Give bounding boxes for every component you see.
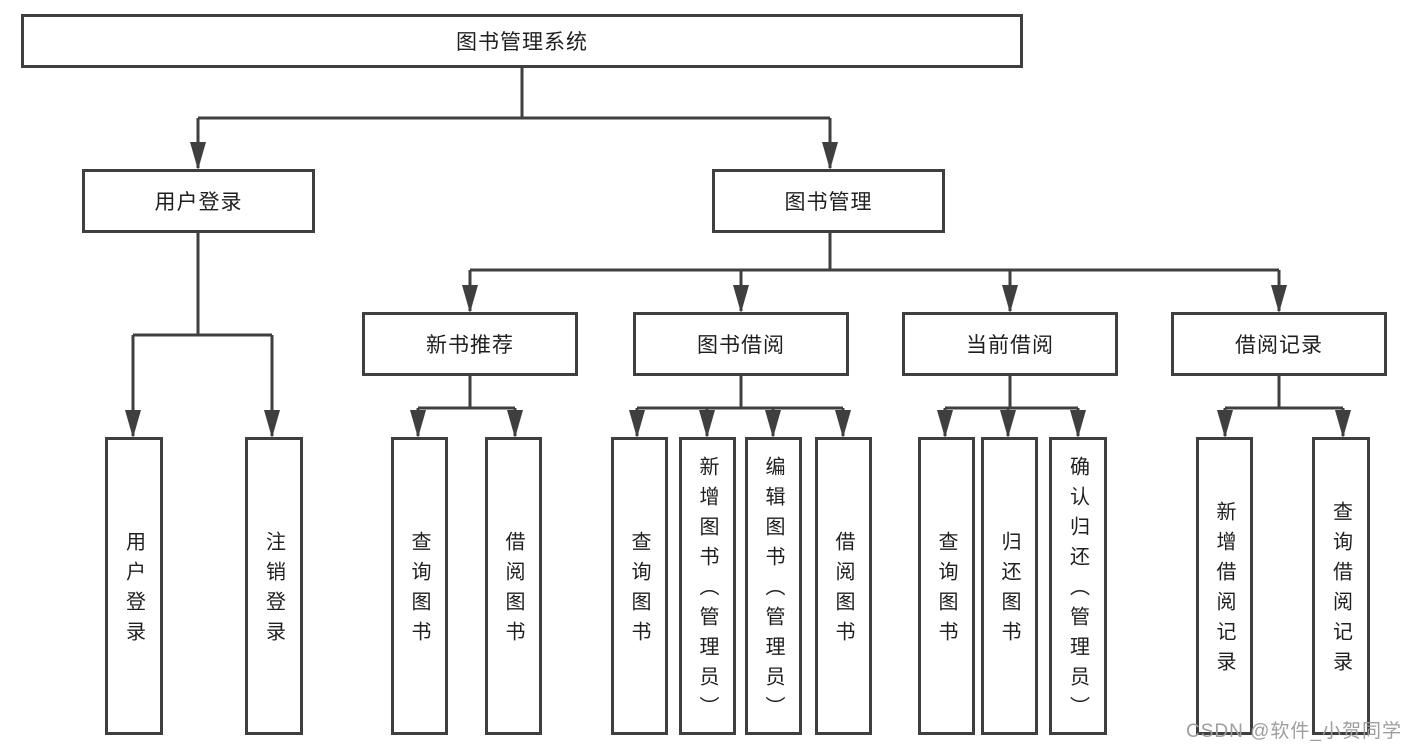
leaf-label: 查询图书 <box>408 531 430 651</box>
leaf-label: 查询图书 <box>628 531 650 651</box>
leaf-edit-books-admin: 编辑图书（管理员） <box>745 437 802 735</box>
leaf-label: 用户登录 <box>122 531 145 651</box>
node-library-management-system: 图书管理系统 <box>21 14 1023 68</box>
leaf-return-books: 归还图书 <box>981 437 1038 735</box>
node-user-login: 用户登录 <box>82 169 315 233</box>
node-new-book-recommend: 新书推荐 <box>362 312 578 376</box>
leaf-label: 借阅图书 <box>832 531 854 651</box>
leaf-label: 注销登录 <box>262 531 285 651</box>
leaf-label: 归还图书 <box>998 531 1020 651</box>
leaf-label: 编辑图书（管理员） <box>762 456 784 726</box>
arrowheads <box>125 142 1351 438</box>
leaf-logout: 注销登录 <box>245 437 303 735</box>
node-current-borrow: 当前借阅 <box>902 312 1118 376</box>
leaf-confirm-return-admin: 确认归还（管理员） <box>1049 437 1107 735</box>
leaf-label: 借阅图书 <box>502 531 524 651</box>
leaf-label: 确认归还（管理员） <box>1066 456 1089 726</box>
leaf-query-books-2: 查询图书 <box>611 437 668 735</box>
leaf-borrow-books-2: 借阅图书 <box>815 437 872 735</box>
leaf-add-borrow-record: 新增借阅记录 <box>1196 437 1253 735</box>
leaf-label: 查询借阅记录 <box>1329 501 1352 681</box>
leaf-label: 新增图书（管理员） <box>696 456 718 726</box>
leaf-query-books-3: 查询图书 <box>918 437 975 735</box>
leaf-query-books-1: 查询图书 <box>391 437 448 735</box>
leaf-label: 新增借阅记录 <box>1213 501 1235 681</box>
node-book-management: 图书管理 <box>712 169 945 233</box>
node-borrow-records: 借阅记录 <box>1171 312 1387 376</box>
csdn-watermark: CSDN @软件_小贺同学 <box>1186 721 1402 742</box>
leaf-query-borrow-record: 查询借阅记录 <box>1312 437 1370 735</box>
leaf-add-books-admin: 新增图书（管理员） <box>679 437 736 735</box>
node-book-borrow: 图书借阅 <box>633 312 849 376</box>
leaf-user-login: 用户登录 <box>105 437 163 735</box>
leaf-borrow-books-1: 借阅图书 <box>485 437 542 735</box>
leaf-label: 查询图书 <box>935 531 957 651</box>
